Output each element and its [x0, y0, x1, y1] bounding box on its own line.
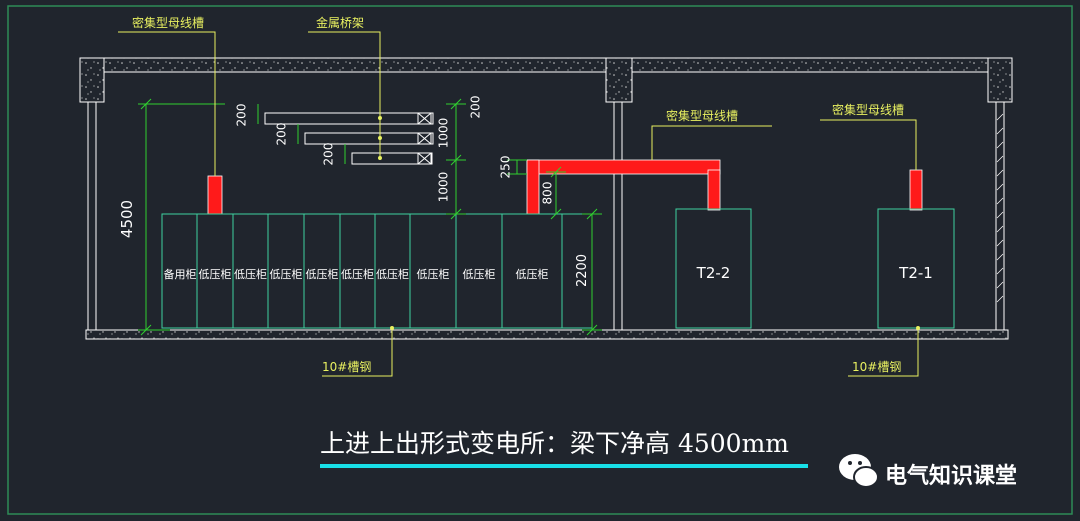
cable-trays	[264, 112, 434, 165]
dimension-tray-1: 200	[234, 103, 249, 127]
cabinet-label: 低压柜	[515, 268, 549, 281]
dimension-busway-bar: 250	[498, 155, 513, 179]
cabinet-label: 低压柜	[305, 268, 339, 281]
label-busway-right: 密集型母线槽	[832, 103, 905, 117]
dimension-tray-2: 200	[274, 122, 289, 146]
caption-underline	[320, 464, 808, 468]
transformer-label-t2-1: T2-1	[899, 264, 933, 282]
cabinet-label-spare: 备用柜	[163, 268, 197, 281]
cabinet-label: 低压柜	[376, 268, 409, 281]
transformer-t2-2	[675, 208, 752, 329]
dimension-busway-offset: 800	[540, 181, 555, 205]
wechat-icon	[839, 454, 879, 488]
dimension-total-height: 4500	[118, 199, 137, 239]
drawing-caption: 上进上出形式变电所：梁下净高 4500mm	[320, 429, 789, 458]
cabinet-label: 低压柜	[341, 268, 374, 281]
drawing-frame	[7, 5, 1073, 515]
leader-dots	[378, 116, 920, 330]
dimension-lines	[138, 98, 602, 336]
busway-bars	[207, 159, 923, 215]
wall-hatch	[996, 113, 1004, 303]
label-channel-steel-left: 10#槽钢	[322, 360, 372, 374]
dimension-cabinet-height: 2200	[575, 253, 591, 288]
low-voltage-cabinets	[161, 213, 563, 329]
label-channel-steel-right: 10#槽钢	[852, 360, 902, 374]
label-cable-tray: 金属桥架	[316, 16, 365, 30]
transformer-label-t2-2: T2-2	[696, 264, 731, 282]
busway-right-riser	[909, 169, 923, 211]
ceiling-slab	[79, 57, 1013, 103]
leader-lines	[118, 31, 919, 377]
cabinet-label: 低压柜	[234, 268, 267, 281]
cabinet-label: 低压柜	[198, 268, 232, 281]
walls	[87, 102, 1005, 332]
cabinet-label: 低压柜	[416, 268, 450, 281]
watermark-text: 电气知识课堂	[885, 464, 1018, 489]
cabinet-label: 低压柜	[462, 268, 496, 281]
label-busway-left: 密集型母线槽	[132, 16, 205, 30]
dimension-tray-spacing: 1000	[436, 117, 451, 149]
busway-mid-riser-right	[707, 169, 721, 211]
dimension-tray-3: 200	[321, 142, 336, 166]
cabinet-label: 低压柜	[269, 268, 303, 281]
dimension-tray-top: 200	[468, 95, 483, 119]
floor-slab	[85, 329, 1009, 340]
dimension-tray-to-cabinet: 1000	[436, 171, 451, 203]
busway-left-riser	[207, 175, 223, 215]
busway-mid-riser-left	[526, 159, 540, 215]
label-busway-mid: 密集型母线槽	[666, 109, 739, 123]
